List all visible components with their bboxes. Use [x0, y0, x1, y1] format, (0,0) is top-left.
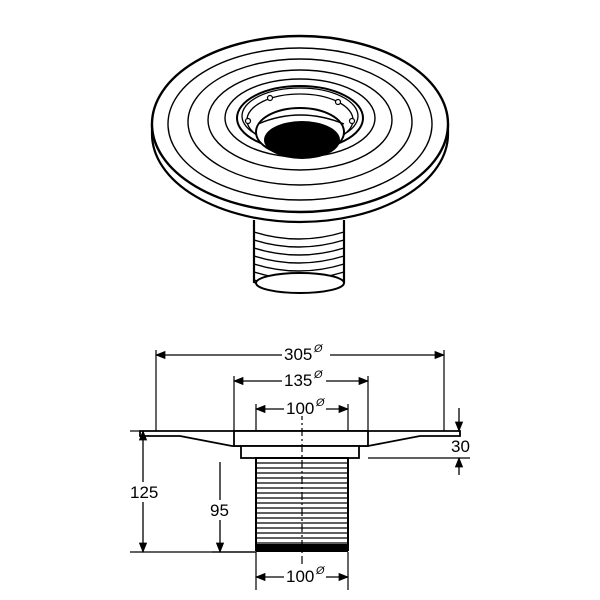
dim-30-label: 30: [451, 437, 470, 456]
dim-135-label: 135: [284, 371, 312, 390]
section-neck: [240, 445, 360, 459]
dim-100-top-label: 100: [286, 399, 314, 418]
diameter-symbol: Ø: [313, 369, 324, 381]
dim-95-label: 95: [210, 501, 229, 520]
isometric-drain-view: [150, 34, 450, 294]
iso-flange: [150, 34, 450, 224]
diameter-symbol: Ø: [315, 397, 326, 409]
section-view: 305 Ø 135 Ø 100 Ø 30 125 95 100 Ø: [128, 343, 470, 590]
dim-305-label: 305: [284, 345, 312, 364]
diameter-symbol: Ø: [315, 565, 326, 577]
section-collar: [233, 430, 369, 447]
dimension-labels: 305 Ø 135 Ø 100 Ø 30 125 95 100 Ø: [128, 343, 470, 586]
iso-threaded-pipe: [252, 220, 346, 294]
dim-125-label: 125: [130, 483, 158, 502]
diameter-symbol: Ø: [313, 343, 324, 355]
iso-bore: [255, 107, 345, 159]
dim-100-bottom-label: 100: [286, 567, 314, 586]
